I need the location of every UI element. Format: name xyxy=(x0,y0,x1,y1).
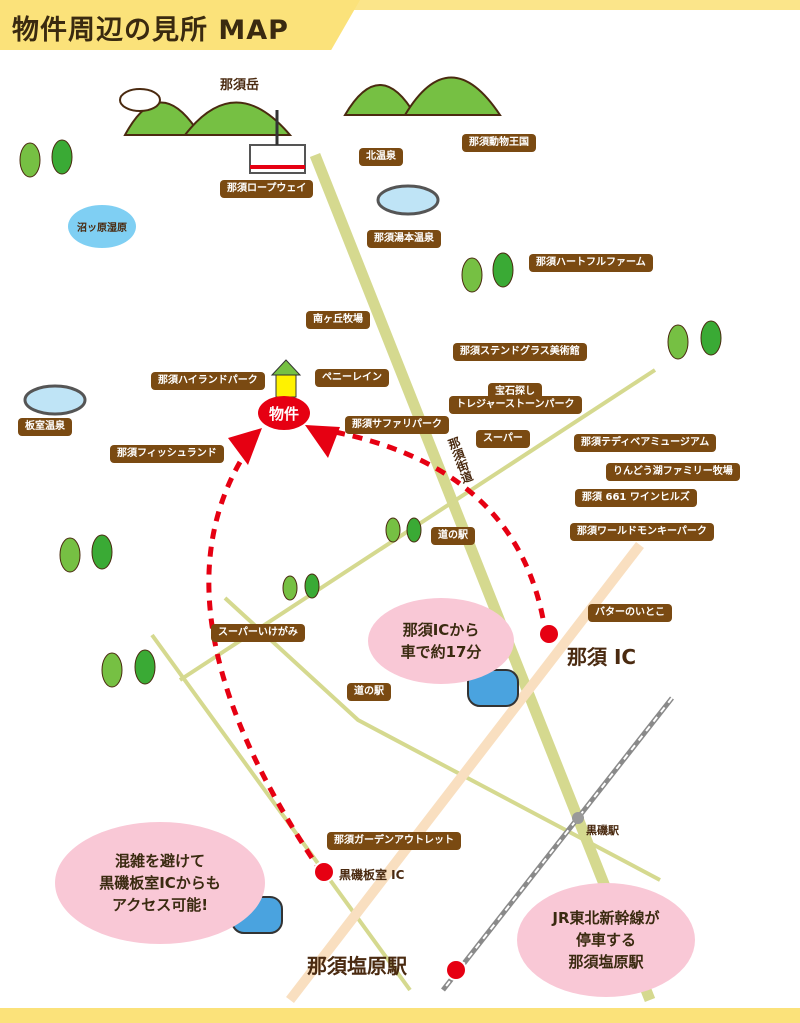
top-band xyxy=(0,0,800,10)
nasushiobara-station-marker xyxy=(445,959,467,981)
label-treasure-2[interactable]: トレジャーストーンパーク xyxy=(449,396,582,414)
expressway xyxy=(286,541,644,1004)
bubble-shinkansen: JR東北新幹線が 停車する 那須塩原駅 xyxy=(517,883,695,997)
label-minamigaoka[interactable]: 南ヶ丘牧場 xyxy=(306,311,370,329)
tree-icon xyxy=(19,139,722,688)
label-teddy[interactable]: 那須テディベアミュージアム xyxy=(574,434,717,452)
kuroiso-itamuro-ic-marker xyxy=(313,861,335,883)
mountain-label: 那須岳 xyxy=(220,78,260,93)
route-arc-right xyxy=(334,429,548,631)
label-super-igami[interactable]: スーパーいけがみ xyxy=(211,624,305,642)
label-heartful[interactable]: 那須ハートフルファーム xyxy=(529,254,653,272)
page-title: 物件周辺の見所 MAP xyxy=(12,15,289,46)
label-itamuro-onsen[interactable]: 板室温泉 xyxy=(18,418,72,436)
label-butter[interactable]: バターのいとこ xyxy=(588,604,672,622)
arrow-head xyxy=(305,425,340,458)
label-yumoto[interactable]: 那須湯本温泉 xyxy=(367,230,441,248)
nasu-ic-marker xyxy=(538,623,560,645)
lake-label: 沼ッ原湿原 xyxy=(68,205,136,248)
label-highland[interactable]: 那須ハイランドパーク xyxy=(151,372,265,390)
onsen-icon xyxy=(23,384,87,416)
ropeway-icon xyxy=(249,110,306,174)
kuroiso-station-marker xyxy=(572,812,584,824)
arrow-head xyxy=(228,428,262,465)
label-rindo[interactable]: りんどう湖ファミリー牧場 xyxy=(606,463,740,481)
house-icon xyxy=(270,359,302,398)
bottom-band xyxy=(0,1008,800,1023)
label-monkey[interactable]: 那須ワールドモンキーパーク xyxy=(570,523,714,541)
label-wine[interactable]: 那須 661 ワインヒルズ xyxy=(575,489,697,507)
property-marker[interactable]: 物件 xyxy=(258,396,310,430)
label-kuroiso-station[interactable]: 黒磯駅 xyxy=(586,824,619,837)
label-penny-lane[interactable]: ペニーレイン xyxy=(315,369,389,387)
bubble-nasu-ic: 那須ICから 車で約17分 xyxy=(368,598,514,684)
kuroiso-itamuro-ic-label[interactable]: 黒磯板室 IC xyxy=(339,868,405,882)
label-safari[interactable]: 那須サファリパーク xyxy=(345,416,449,434)
label-stained-glass[interactable]: 那須ステンドグラス美術館 xyxy=(453,343,587,361)
label-animal-kingdom[interactable]: 那須動物王国 xyxy=(462,134,536,152)
label-michinoeki-1[interactable]: 道の駅 xyxy=(431,527,475,545)
label-michinoeki-2[interactable]: 道の駅 xyxy=(347,683,391,701)
route-arc-left xyxy=(206,460,323,872)
mountain-icon xyxy=(119,76,502,136)
label-ropeway[interactable]: 那須ロープウェイ xyxy=(220,180,314,198)
railway xyxy=(442,697,673,991)
title-box: 物件周辺の見所 MAP xyxy=(0,0,360,50)
nasushiobara-station-label[interactable]: 那須塩原駅 xyxy=(307,954,407,978)
label-super[interactable]: スーパー xyxy=(476,430,530,448)
label-kita-onsen[interactable]: 北温泉 xyxy=(359,148,403,166)
onsen-icon xyxy=(376,184,440,216)
label-fishland[interactable]: 那須フィッシュランド xyxy=(110,445,224,463)
nasu-kaido-road xyxy=(309,152,656,1003)
label-outlet[interactable]: 那須ガーデンアウトレット xyxy=(327,832,461,850)
nasu-ic-label[interactable]: 那須 IC xyxy=(567,645,637,669)
bubble-kuroiso: 混雑を避けて 黒磯板室ICからも アクセス可能! xyxy=(55,822,265,944)
